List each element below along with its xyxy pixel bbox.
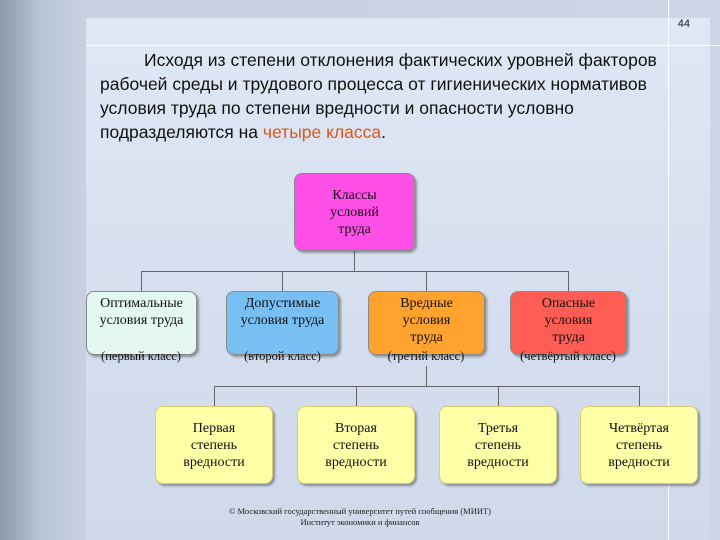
intro-text: Исходя из степени отклонения фактических… bbox=[100, 50, 657, 142]
connector-class2 bbox=[282, 271, 283, 291]
class-box-optimal: Оптимальные условия труда bbox=[86, 291, 197, 355]
root-box: Классы условий труда bbox=[294, 173, 415, 251]
connector-degrees-bar bbox=[214, 386, 639, 387]
connector-class4 bbox=[568, 271, 569, 291]
intro-highlight: четыре класса bbox=[262, 122, 382, 142]
degree-box-1: Первая степень вредности bbox=[155, 406, 273, 484]
class-sub-label: (второй класс) bbox=[244, 349, 321, 363]
class-label: Опасные условия труда bbox=[541, 296, 596, 345]
connector-degree2 bbox=[356, 386, 357, 406]
class-label: Допустимые условия труда bbox=[240, 296, 325, 328]
connector-degree4 bbox=[639, 386, 640, 406]
root-label: Классы условий труда bbox=[330, 187, 379, 237]
class-box-acceptable: Допустимые условия труда bbox=[226, 291, 339, 355]
class-box-harmful: Вредные условия труда bbox=[368, 291, 485, 355]
connector-class3 bbox=[426, 271, 427, 291]
degree-box-4: Четвёртая степень вредности bbox=[580, 406, 698, 484]
class-sub-label: (третий класс) bbox=[387, 349, 465, 363]
intro-paragraph: Исходя из степени отклонения фактических… bbox=[100, 48, 675, 144]
footer-line-2: Институт экономики и финансов bbox=[300, 517, 420, 527]
degree-label: Третья степень вредности bbox=[467, 420, 529, 470]
vertical-divider bbox=[668, 0, 669, 540]
connector-degree3 bbox=[498, 386, 499, 406]
class-label: Вредные условия труда bbox=[400, 296, 453, 345]
intro-end: . bbox=[381, 122, 387, 142]
degree-label: Первая степень вредности bbox=[183, 420, 245, 470]
page-number: 44 bbox=[677, 18, 690, 30]
class-sub-label: (первый класс) bbox=[101, 349, 181, 363]
divider-line bbox=[86, 45, 720, 46]
degree-box-2: Вторая степень вредности bbox=[297, 406, 415, 484]
footer: © Московский государственный университет… bbox=[190, 506, 530, 528]
class-label: Оптимальные условия труда bbox=[99, 296, 184, 328]
connector-classes-bar bbox=[141, 271, 568, 272]
connector-degree1 bbox=[214, 386, 215, 406]
connector-root-down bbox=[354, 251, 355, 271]
class-box-dangerous: Опасные условия труда bbox=[510, 291, 627, 355]
footer-line-1: © Московский государственный университет… bbox=[228, 506, 492, 516]
class-sub-label: (четвёртый класс) bbox=[520, 349, 616, 363]
connector-class1 bbox=[141, 271, 142, 291]
degree-label: Вторая степень вредности bbox=[325, 420, 387, 470]
connector-class3-down bbox=[426, 366, 427, 386]
degree-label: Четвёртая степень вредности bbox=[608, 420, 670, 470]
degree-box-3: Третья степень вредности bbox=[439, 406, 557, 484]
